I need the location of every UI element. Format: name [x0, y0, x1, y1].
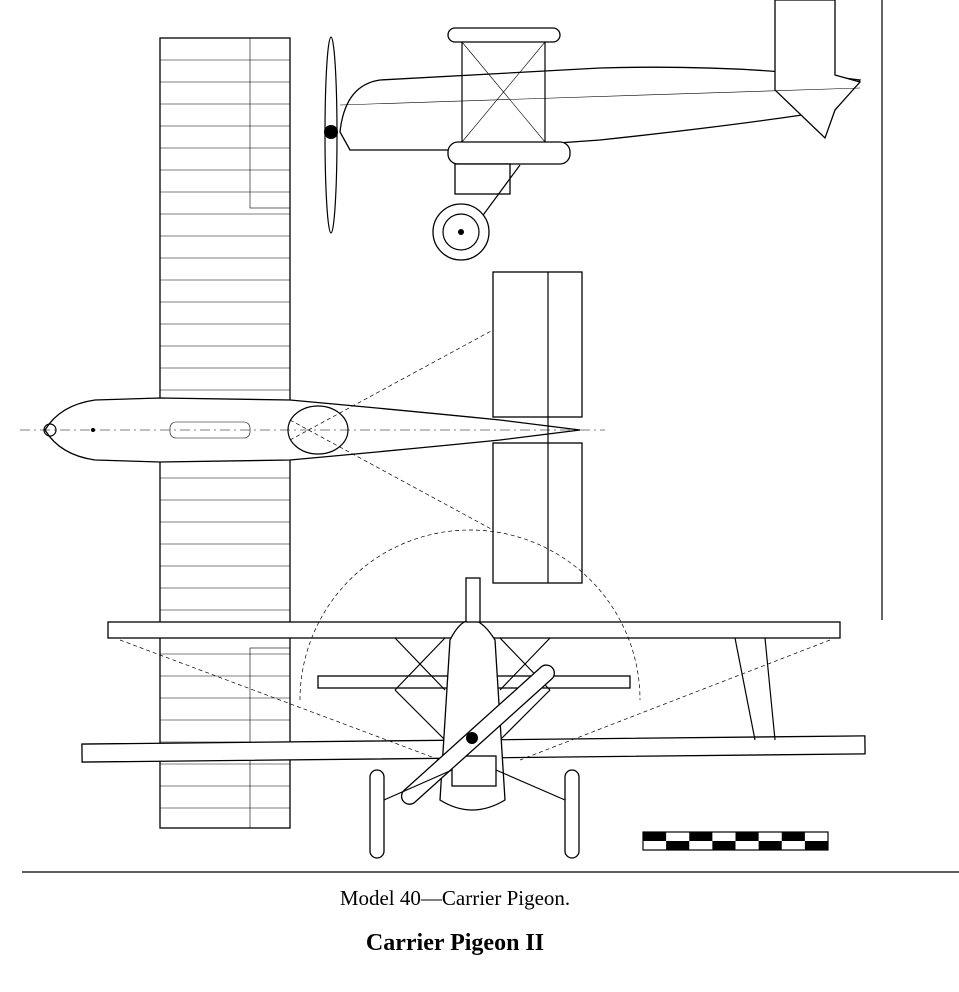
plan-fuselage	[20, 397, 605, 463]
side-propeller	[324, 36, 338, 234]
scale-bar-segment	[735, 832, 759, 841]
scale-bar-segment	[781, 832, 805, 841]
scale-bar	[642, 831, 829, 851]
front-propeller	[400, 664, 555, 805]
figure-title: Carrier Pigeon II	[365, 930, 545, 956]
scale-bar-segment	[712, 841, 736, 850]
front-fin	[465, 577, 481, 623]
drawing-frame	[22, 0, 959, 873]
side-fuselage	[339, 0, 862, 151]
scale-bar-segment	[804, 841, 828, 850]
plan-view	[20, 37, 605, 829]
side-view	[324, 0, 862, 261]
side-wings	[447, 27, 571, 165]
scale-bar-segment	[666, 841, 690, 850]
plan-engine	[43, 423, 95, 437]
scale-bar-segment	[758, 841, 782, 850]
front-fuselage	[439, 577, 506, 811]
front-landing-gear	[369, 769, 580, 859]
side-landing-gear	[432, 163, 521, 261]
scale-bar-segment	[689, 832, 713, 841]
figure-caption: Model 40—Carrier Pigeon.	[339, 886, 571, 910]
front-struts	[119, 529, 831, 761]
scale-bar-segment	[643, 832, 667, 841]
front-view	[81, 529, 866, 859]
plan-tailplane	[289, 271, 583, 584]
